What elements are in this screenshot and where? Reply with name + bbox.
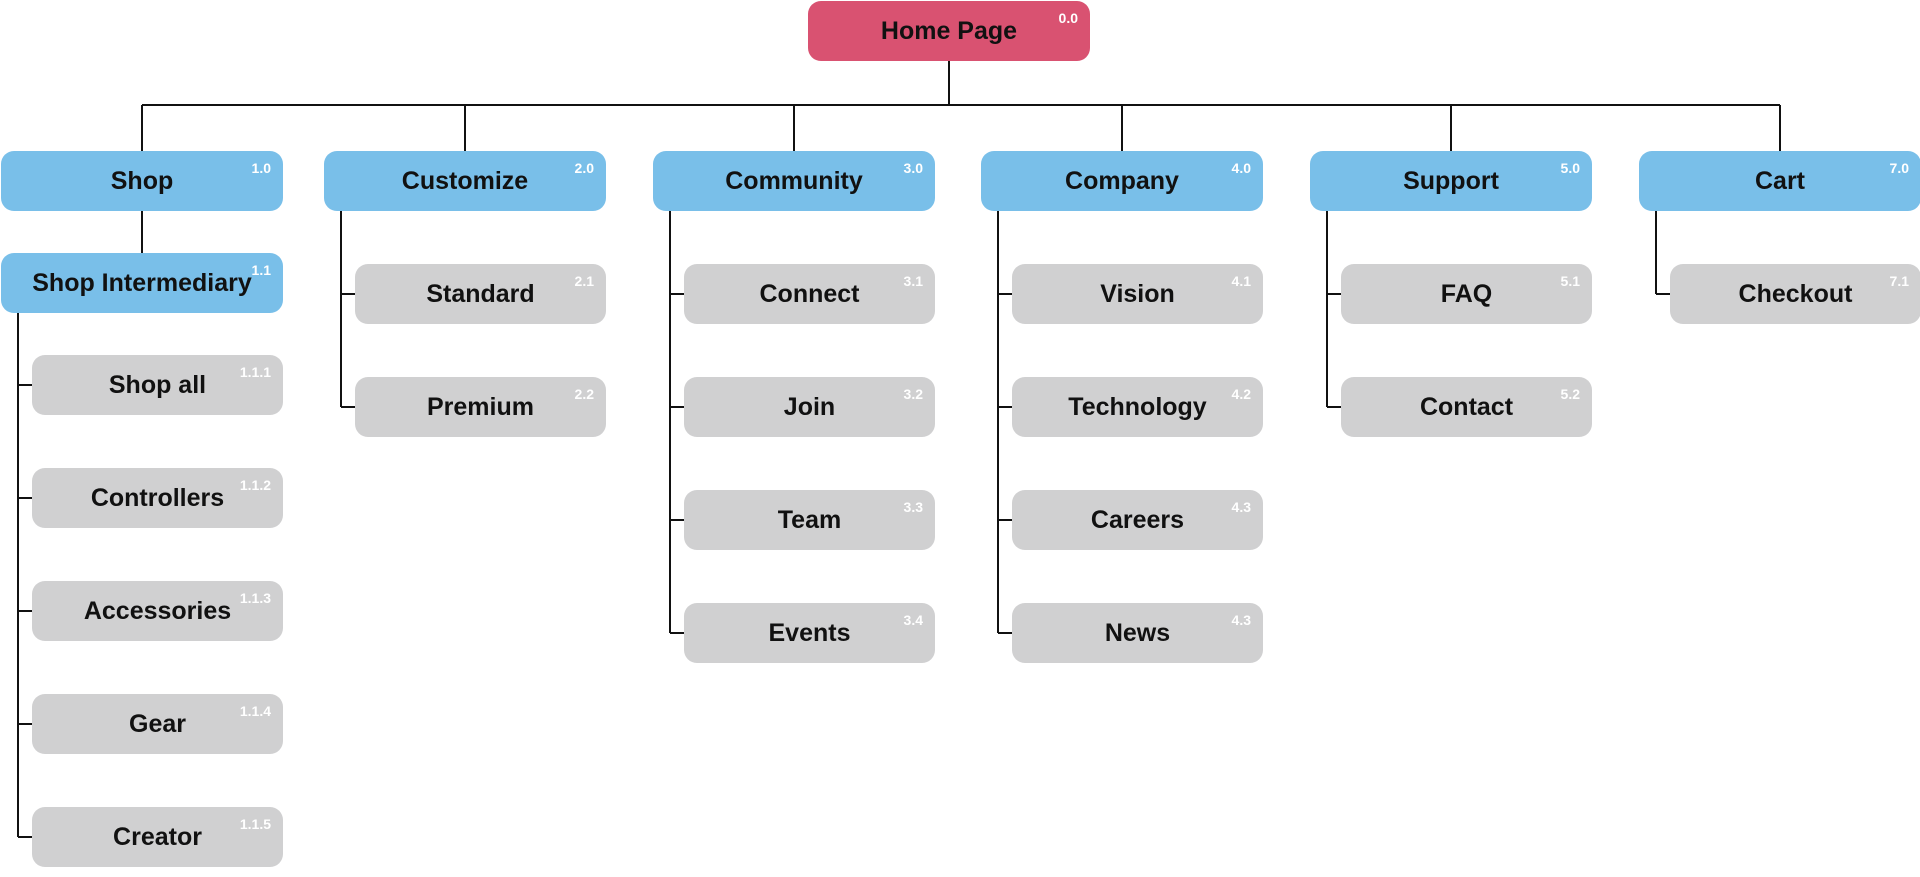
node-label: Home Page bbox=[880, 16, 1018, 45]
node-label: Shop bbox=[110, 166, 174, 195]
node-label: Customize bbox=[401, 166, 529, 195]
node-label: Connect bbox=[759, 279, 860, 308]
node-code: 2.0 bbox=[574, 160, 594, 176]
page-node-join[interactable]: Join 3.2 bbox=[684, 377, 935, 437]
node-label: Careers bbox=[1090, 505, 1185, 534]
node-label: Shop all bbox=[108, 370, 207, 399]
node-code: 0.0 bbox=[1058, 10, 1078, 26]
node-code: 1.1.5 bbox=[239, 816, 271, 832]
node-code: 3.0 bbox=[903, 160, 923, 176]
page-node-shop-all[interactable]: Shop all 1.1.1 bbox=[32, 355, 283, 415]
page-node-contact[interactable]: Contact 5.2 bbox=[1341, 377, 1592, 437]
node-code: 1.0 bbox=[251, 160, 271, 176]
node-code: 7.1 bbox=[1889, 273, 1909, 289]
node-label: Events bbox=[768, 618, 851, 647]
node-code: 2.1 bbox=[574, 273, 594, 289]
node-code: 1.1.1 bbox=[239, 364, 271, 380]
node-code: 1.1.2 bbox=[239, 477, 271, 493]
node-code: 7.0 bbox=[1889, 160, 1909, 176]
node-label: Team bbox=[777, 505, 842, 534]
page-node-standard[interactable]: Standard 2.1 bbox=[355, 264, 606, 324]
node-label: Controllers bbox=[90, 483, 225, 512]
node-code: 4.3 bbox=[1231, 499, 1251, 515]
node-code: 1.1.4 bbox=[239, 703, 271, 719]
node-label: Creator bbox=[113, 822, 202, 851]
node-label: Contact bbox=[1419, 392, 1514, 421]
page-node-faq[interactable]: FAQ 5.1 bbox=[1341, 264, 1592, 324]
page-node-creator[interactable]: Creator 1.1.5 bbox=[32, 807, 283, 867]
node-code: 2.2 bbox=[574, 386, 594, 402]
node-label: Join bbox=[783, 392, 836, 421]
page-node-technology[interactable]: Technology 4.2 bbox=[1012, 377, 1263, 437]
section-node-support[interactable]: Support 5.0 bbox=[1310, 151, 1592, 211]
node-code: 1.1 bbox=[251, 262, 271, 278]
node-code: 3.1 bbox=[903, 273, 923, 289]
page-node-accessories[interactable]: Accessories 1.1.3 bbox=[32, 581, 283, 641]
page-node-team[interactable]: Team 3.3 bbox=[684, 490, 935, 550]
node-code: 1.1.3 bbox=[239, 590, 271, 606]
section-node-community[interactable]: Community 3.0 bbox=[653, 151, 935, 211]
node-code: 4.2 bbox=[1231, 386, 1251, 402]
page-node-controllers[interactable]: Controllers 1.1.2 bbox=[32, 468, 283, 528]
node-label: Community bbox=[725, 166, 863, 195]
page-node-connect[interactable]: Connect 3.1 bbox=[684, 264, 935, 324]
node-label: Checkout bbox=[1738, 279, 1853, 308]
node-label: Gear bbox=[129, 709, 186, 738]
page-node-gear[interactable]: Gear 1.1.4 bbox=[32, 694, 283, 754]
node-label: Cart bbox=[1754, 166, 1805, 195]
node-label: Vision bbox=[1100, 279, 1175, 308]
node-code: 4.3 bbox=[1231, 612, 1251, 628]
node-code: 5.0 bbox=[1560, 160, 1580, 176]
page-node-premium[interactable]: Premium 2.2 bbox=[355, 377, 606, 437]
node-label: Shop Intermediary bbox=[32, 268, 252, 297]
node-code: 5.2 bbox=[1560, 386, 1580, 402]
page-node-news[interactable]: News 4.3 bbox=[1012, 603, 1263, 663]
node-code: 4.1 bbox=[1231, 273, 1251, 289]
node-label: Technology bbox=[1068, 392, 1207, 421]
page-node-checkout[interactable]: Checkout 7.1 bbox=[1670, 264, 1920, 324]
home-page-node[interactable]: Home Page 0.0 bbox=[808, 1, 1090, 61]
node-code: 4.0 bbox=[1231, 160, 1251, 176]
page-node-vision[interactable]: Vision 4.1 bbox=[1012, 264, 1263, 324]
node-code: 5.1 bbox=[1560, 273, 1580, 289]
page-node-events[interactable]: Events 3.4 bbox=[684, 603, 935, 663]
node-label: News bbox=[1104, 618, 1171, 647]
node-label: Standard bbox=[426, 279, 535, 308]
node-label: FAQ bbox=[1440, 279, 1493, 308]
node-label: Company bbox=[1065, 166, 1179, 195]
node-code: 3.2 bbox=[903, 386, 923, 402]
node-code: 3.4 bbox=[903, 612, 923, 628]
node-label: Premium bbox=[427, 392, 534, 421]
node-label: Support bbox=[1403, 166, 1499, 195]
section-node-customize[interactable]: Customize 2.0 bbox=[324, 151, 606, 211]
section-node-company[interactable]: Company 4.0 bbox=[981, 151, 1263, 211]
section-node-cart[interactable]: Cart 7.0 bbox=[1639, 151, 1920, 211]
page-node-careers[interactable]: Careers 4.3 bbox=[1012, 490, 1263, 550]
node-label: Accessories bbox=[83, 596, 232, 625]
section-node-shop[interactable]: Shop 1.0 bbox=[1, 151, 283, 211]
node-code: 3.3 bbox=[903, 499, 923, 515]
